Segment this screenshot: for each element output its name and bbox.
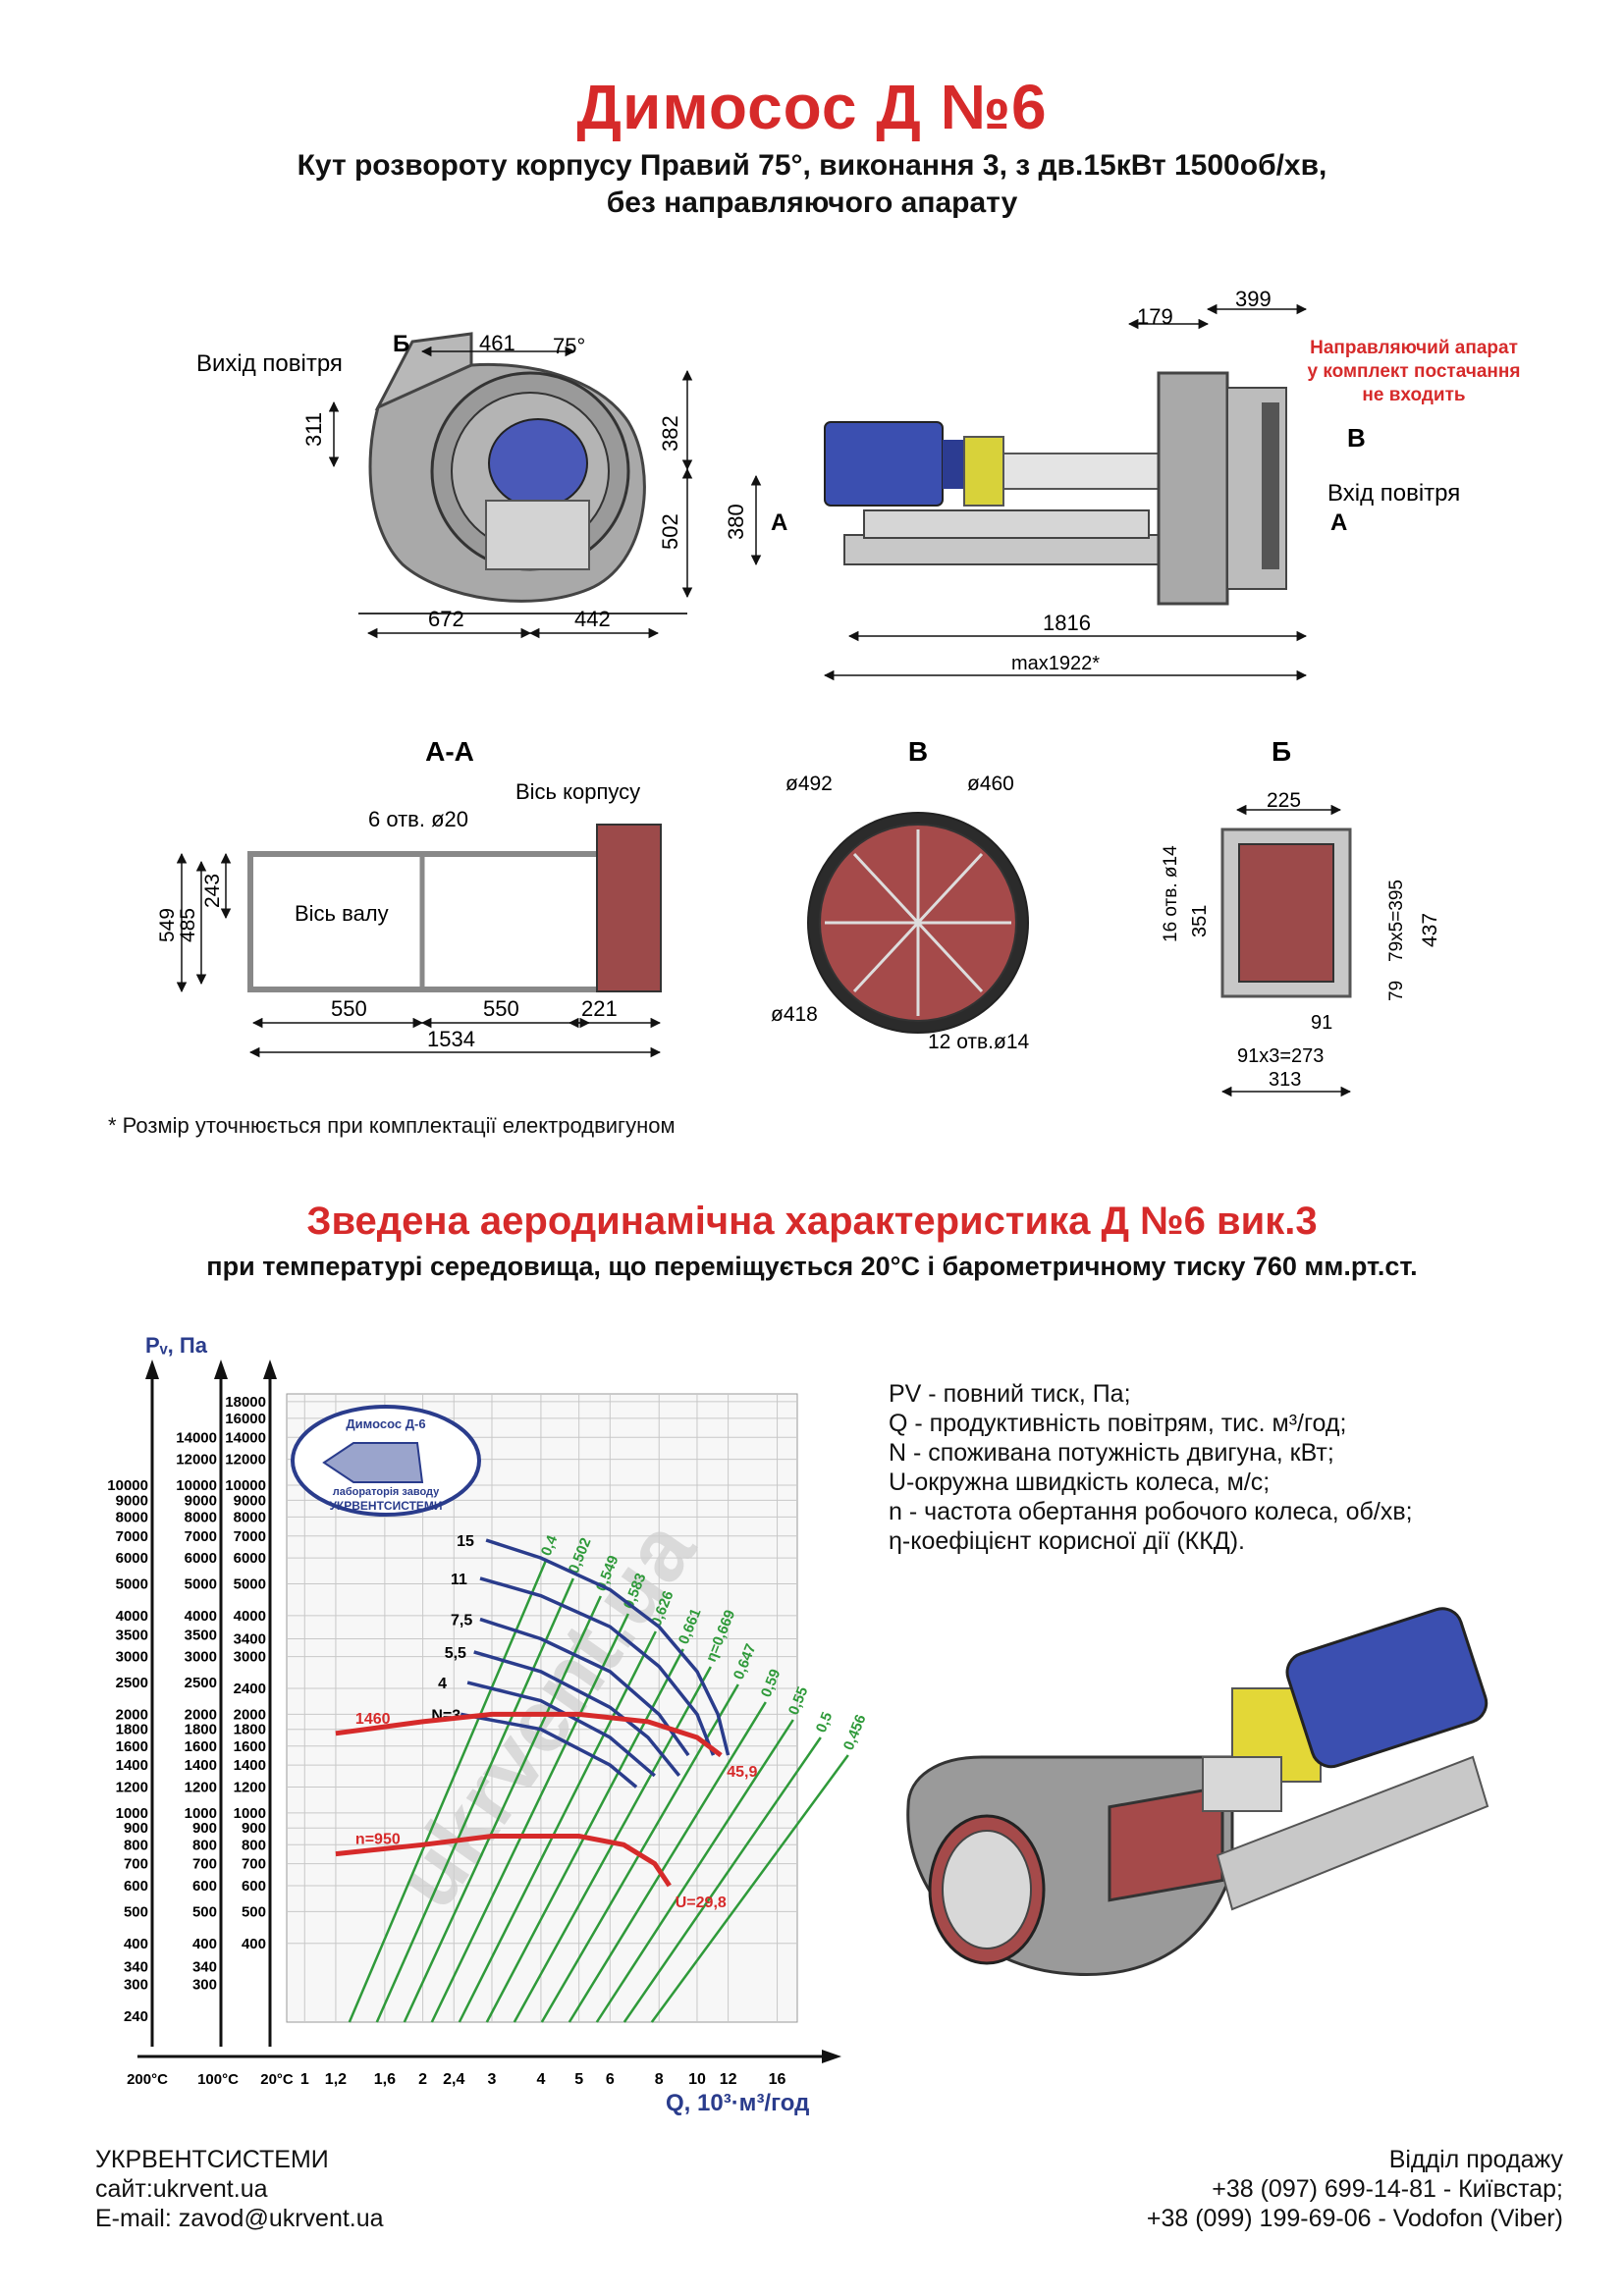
dim-221: 221 bbox=[581, 996, 618, 1021]
holes-b: 16 отв. ø14 bbox=[1161, 845, 1181, 942]
note-line-2: у комплект постачання bbox=[1308, 361, 1521, 382]
section-v: В ø492 ø460 ø418 12 отв.ø14 bbox=[771, 736, 1030, 1053]
dim-380: 380 bbox=[724, 504, 748, 540]
section2-subtitle: при температурі середовища, що переміщує… bbox=[206, 1252, 1418, 1281]
coupling-guard bbox=[963, 436, 1004, 507]
dim-1816: 1816 bbox=[1043, 611, 1091, 635]
dim-311: 311 bbox=[301, 412, 326, 447]
dim-437: 437 bbox=[1419, 913, 1441, 947]
section2-title: Зведена аеродинамічна характеристика Д №… bbox=[306, 1200, 1318, 1243]
holes-label: 6 отв. ø20 bbox=[368, 807, 468, 831]
dim-1534: 1534 bbox=[427, 1027, 475, 1051]
legend-item: PV - повний тиск, Па; bbox=[889, 1380, 1131, 1408]
dim-79x5: 79x5=395 bbox=[1386, 880, 1407, 962]
dia-492: ø492 bbox=[785, 773, 833, 795]
motor-body bbox=[824, 421, 944, 507]
legend: PV - повний тиск, Па; Q - продуктивність… bbox=[889, 1379, 1413, 1556]
fan-housing-side bbox=[1157, 371, 1229, 606]
dim-461: 461 bbox=[479, 331, 515, 355]
section-aa: А-А Вісь корпусу 6 отв. ø20 Вісь валу 54… bbox=[156, 736, 662, 1058]
legend-item: n - частота обертання робочого колеса, о… bbox=[889, 1498, 1413, 1525]
section-v-title: В bbox=[908, 736, 928, 767]
dim-max: max1922* bbox=[1011, 653, 1100, 674]
dim-91x3: 91x3=273 bbox=[1237, 1045, 1324, 1067]
footnote: * Розмір уточнюється при комплектації ел… bbox=[108, 1113, 676, 1138]
dia-460: ø460 bbox=[967, 773, 1014, 795]
sales-block: Відділ продажу +38 (097) 699-14-81 - Киї… bbox=[1147, 2145, 1563, 2233]
dim-243: 243 bbox=[201, 874, 224, 908]
section-b-title: Б bbox=[1272, 736, 1291, 767]
dim-485: 485 bbox=[177, 908, 199, 942]
note-line-1: Направляючий апарат bbox=[1310, 338, 1518, 358]
outlet-label: Вихід повітря bbox=[196, 350, 343, 377]
sales-phone-2: +38 (099) 199-69-06 - Vodofon (Viber) bbox=[1146, 2205, 1563, 2232]
subtitle-line-1: Кут розвороту корпусу Правий 75°, викона… bbox=[297, 149, 1327, 182]
dia-418: ø418 bbox=[771, 1003, 818, 1026]
inlet-label: Вхід повітря bbox=[1327, 480, 1460, 507]
legend-item: η-коефіцієнт корисної дії (ККД). bbox=[889, 1527, 1245, 1555]
dim-550-a: 550 bbox=[331, 996, 367, 1021]
motor-front bbox=[488, 418, 588, 508]
dim-91: 91 bbox=[1311, 1012, 1332, 1034]
holes-v: 12 отв.ø14 bbox=[928, 1031, 1030, 1053]
legend-item: U-окружна швидкість колеса, м/с; bbox=[889, 1468, 1271, 1496]
dim-399: 399 bbox=[1235, 287, 1272, 311]
sales-phone-1: +38 (097) 699-14-81 - Київстар; bbox=[1212, 2175, 1563, 2203]
legend-item: N - споживана потужність двигуна, кВт; bbox=[889, 1439, 1334, 1467]
front-view: 461 75° Вихід повітря Б 311 382 502 672 … bbox=[196, 331, 693, 639]
section-a-left: A bbox=[771, 509, 787, 536]
dim-502: 502 bbox=[658, 513, 682, 550]
dim-442: 442 bbox=[574, 607, 611, 631]
axis-housing-label: Вісь корпусу bbox=[515, 779, 640, 804]
dim-549: 549 bbox=[156, 908, 179, 942]
legend-item: Q - продуктивність повітрям, тис. м³/год… bbox=[889, 1410, 1347, 1437]
note-line-3: не входить bbox=[1362, 385, 1465, 405]
section-a-right: A bbox=[1330, 509, 1347, 536]
dim-672: 672 bbox=[428, 607, 464, 631]
dim-179: 179 bbox=[1137, 304, 1173, 329]
flange-section bbox=[596, 824, 662, 992]
view-v-marker: В bbox=[1347, 423, 1366, 453]
side-view: 179 399 380 A A В Вхід повітря Направляю… bbox=[724, 287, 1521, 681]
fan-3d-illustration bbox=[906, 1607, 1489, 1976]
angle-label: 75° bbox=[553, 334, 585, 358]
dim-550-b: 550 bbox=[483, 996, 519, 1021]
company-name: УКРВЕНТСИСТЕМИ bbox=[95, 2146, 329, 2173]
subtitle-line-2: без направляючого апарату bbox=[606, 187, 1018, 219]
company-site: сайт:ukrvent.ua bbox=[95, 2175, 268, 2203]
company-block: УКРВЕНТСИСТЕМИ сайт:ukrvent.ua E-mail: z… bbox=[95, 2145, 384, 2233]
motor-3d bbox=[1285, 1607, 1489, 1769]
dim-313: 313 bbox=[1269, 1069, 1301, 1091]
dim-382: 382 bbox=[658, 415, 682, 452]
sales-title: Відділ продажу bbox=[1388, 2146, 1563, 2173]
dim-225: 225 bbox=[1267, 789, 1301, 812]
dim-351: 351 bbox=[1189, 905, 1211, 937]
dim-79: 79 bbox=[1386, 981, 1407, 1001]
shaft-axis-label: Вісь валу bbox=[295, 901, 389, 926]
section-aa-title: А-А bbox=[425, 736, 474, 767]
page-title: Димосос Д №6 bbox=[576, 72, 1048, 142]
section-b-marker: Б bbox=[393, 331, 409, 357]
company-email: E-mail: zavod@ukrvent.ua bbox=[95, 2205, 384, 2232]
section-b: Б 225 16 отв. ø14 351 79x5=395 437 79 91… bbox=[1161, 736, 1441, 1097]
